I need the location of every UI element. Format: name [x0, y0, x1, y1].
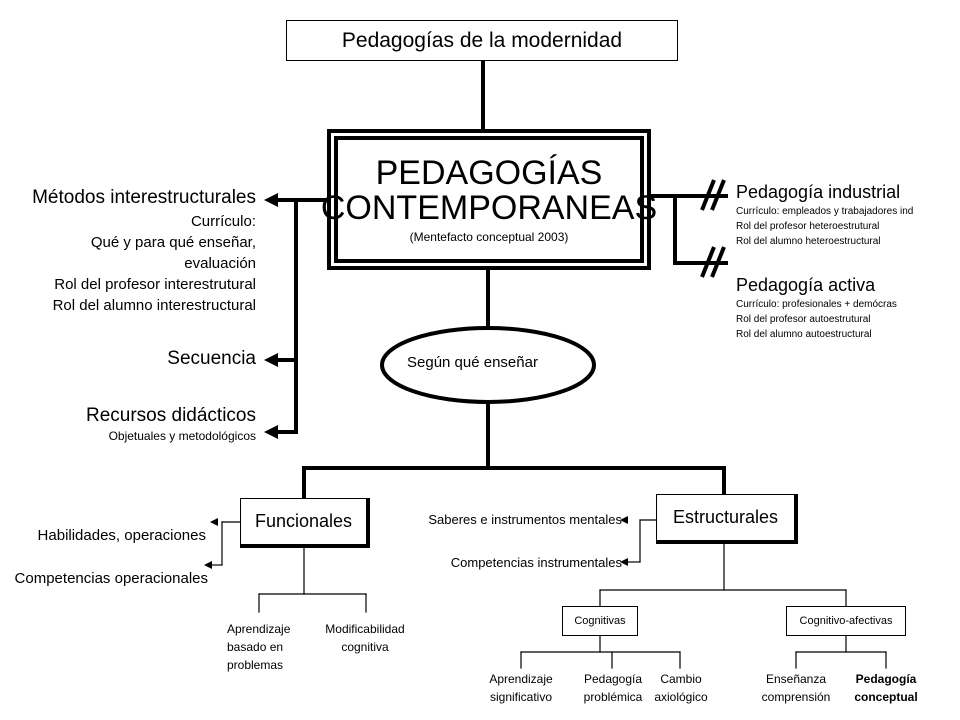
arrow-habilidades — [210, 518, 218, 526]
secuencia-label: Secuencia — [167, 348, 256, 369]
arrow-recursos — [264, 425, 278, 439]
activa-title: Pedagogía activa — [736, 275, 876, 295]
industrial-block: Pedagogía industrial Currículo: empleado… — [736, 180, 913, 249]
competencias-operacionales-label: Competencias operacionales — [14, 570, 208, 587]
modificabilidad-label: Modificabilidad cognitiva — [318, 620, 412, 656]
estructurales-label: Estructurales — [672, 507, 779, 527]
competencias-instrumentales-label: Competencias instrumentales — [450, 555, 622, 570]
metodos-line: Rol del profesor interestrutural — [54, 276, 256, 293]
top-box: Pedagogías de la modernidad — [286, 20, 678, 61]
habilidades-label: Habilidades, operaciones — [37, 527, 206, 544]
child-line: Pedagogía — [855, 672, 917, 686]
exclusion-slash — [700, 246, 716, 278]
child-line: problemas — [227, 658, 284, 672]
child-line: Aprendizaje — [489, 672, 553, 686]
activa-line: Currículo: profesionales + demócras — [736, 299, 897, 310]
ellipse-shape — [380, 326, 596, 404]
aprendizaje-problemas-label: Aprendizaje basado en problemas — [227, 620, 290, 674]
metodos-line: Currículo: — [190, 213, 256, 230]
cognitivas-label: Cognitivas — [574, 615, 626, 627]
pedagogia-problemica-label: Pedagogía problémica — [578, 670, 648, 706]
child-line: Pedagogía — [583, 672, 643, 686]
activa-block: Pedagogía activa Currículo: profesionale… — [736, 273, 897, 342]
recursos-block: Recursos didácticos Objetuales y metodol… — [86, 404, 256, 444]
exclusion-marks — [700, 179, 726, 278]
estructurales-box: Estructurales — [656, 494, 798, 544]
saberes-label: Saberes e instrumentos mentales — [428, 512, 622, 527]
child-line: problémica — [583, 690, 643, 704]
arrow-competencias-op — [204, 561, 212, 569]
metodos-line: Qué y para qué enseñar, — [90, 234, 256, 251]
exclusion-slash — [700, 179, 716, 211]
child-line: Cambio — [660, 672, 702, 686]
industrial-line: Currículo: empleados y trabajadores ind — [736, 206, 914, 217]
child-line: comprensión — [761, 690, 831, 704]
aprendizaje-significativo-label: Aprendizaje significativo — [486, 670, 556, 706]
main-title-line1: PEDAGOGÍAS — [375, 153, 603, 192]
activa-line: Rol del profesor autoestrutural — [736, 314, 871, 325]
child-line: Aprendizaje — [227, 622, 291, 636]
top-title: Pedagogías de la modernidad — [341, 28, 623, 52]
cambio-axiologico-label: Cambio axiológico — [646, 670, 716, 706]
child-line: significativo — [489, 690, 553, 704]
child-line: basado en — [227, 640, 284, 654]
pedagogia-conceptual-label: Pedagogía conceptual — [848, 670, 924, 706]
afectivas-label: Cognitivo-afectivas — [799, 615, 893, 627]
main-box: PEDAGOGÍAS CONTEMPORANEAS (Mentefacto co… — [321, 129, 657, 270]
metodos-block: Métodos interestructurales Currículo: Qu… — [32, 185, 256, 316]
arrow-competencias-inst — [620, 558, 628, 566]
recursos-title: Recursos didácticos — [85, 405, 256, 426]
ensenanza-comprension-label: Enseñanza comprensión — [758, 670, 834, 706]
metodos-line: Rol del alumno interestructural — [52, 297, 256, 314]
arrow-secuencia — [264, 353, 278, 367]
exclusion-slash — [710, 246, 726, 278]
ellipse-label: Según qué enseñar — [407, 354, 538, 371]
child-line: axiológico — [654, 690, 708, 704]
child-line: cognitiva — [341, 640, 389, 654]
funcionales-box: Funcionales — [240, 498, 370, 548]
main-box-inner: PEDAGOGÍAS CONTEMPORANEAS (Mentefacto co… — [321, 136, 657, 263]
metodos-title: Métodos interestructurales — [32, 187, 256, 208]
industrial-title: Pedagogía industrial — [736, 182, 901, 202]
industrial-line: Rol del profesor heteroestrutural — [736, 221, 880, 232]
funcionales-label: Funcionales — [254, 511, 353, 531]
arrow-metodos — [264, 193, 278, 207]
cognitivas-box: Cognitivas — [562, 606, 638, 636]
industrial-line: Rol del alumno heteroestructural — [736, 236, 881, 247]
activa-line: Rol del alumno autoestructural — [736, 329, 872, 340]
child-line: conceptual — [854, 690, 918, 704]
metodos-line: evaluación — [184, 255, 256, 272]
arrow-saberes — [620, 516, 628, 524]
child-line: Modificabilidad — [325, 622, 405, 636]
exclusion-slash — [710, 179, 726, 211]
main-subtitle: (Mentefacto conceptual 2003) — [409, 229, 569, 244]
afectivas-box: Cognitivo-afectivas — [786, 606, 906, 636]
child-line: Enseñanza — [765, 672, 827, 686]
main-title-line2: CONTEMPORANEAS — [320, 189, 658, 228]
recursos-sub: Objetuales y metodológicos — [108, 429, 256, 443]
